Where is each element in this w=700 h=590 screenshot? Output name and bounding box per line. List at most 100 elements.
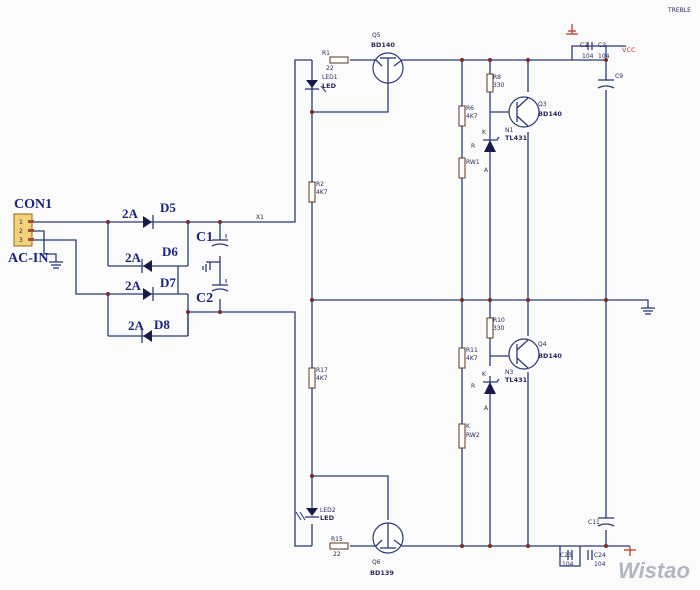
connector-con1: 1 2 3	[13, 213, 34, 247]
c23-value: 104	[562, 561, 574, 568]
r17-value: 4K7	[316, 375, 328, 382]
led2-label: LED	[320, 514, 335, 522]
r1-ref: R1	[322, 50, 330, 57]
d5-rating: 2A	[122, 206, 139, 221]
led1-label: LED	[322, 82, 337, 90]
n1-part: TL431	[505, 134, 528, 142]
n3-ref: N3	[505, 369, 513, 376]
wistao-logo: Wistao	[618, 558, 690, 583]
capacitor-c9	[597, 79, 615, 89]
n3-pin-r: R	[471, 383, 475, 390]
q5-part: BD140	[371, 41, 395, 49]
r2-value: 4K7	[316, 189, 328, 196]
resistor-r11	[458, 347, 466, 369]
diode-d5	[143, 215, 154, 229]
d6-ref: D6	[162, 244, 178, 259]
capacitor-c23	[559, 546, 581, 567]
d8-rating: 2A	[128, 318, 145, 333]
rw2-value: RW2	[466, 432, 480, 439]
d7-rating: 2A	[125, 278, 142, 293]
d8-ref: D8	[154, 317, 170, 332]
n1-ref: N1	[505, 127, 513, 134]
n1-pin-k: K	[482, 129, 487, 136]
c24-value: 104	[594, 561, 606, 568]
d7-ref: D7	[160, 275, 176, 290]
transistor-q5	[372, 52, 404, 84]
c3-ref: C3	[598, 42, 606, 49]
capacitor-c2	[211, 279, 229, 292]
corner-tag: TREBLE	[667, 7, 691, 14]
ground-connector	[49, 261, 63, 269]
resistor-r10	[486, 317, 494, 339]
resistor-r8	[486, 73, 494, 93]
capacitor-c11	[597, 517, 615, 527]
r1-value: 22	[326, 65, 334, 72]
n3-pin-a: A	[484, 405, 489, 412]
r15-value: 22	[333, 551, 341, 558]
c2-label: C2	[196, 291, 213, 306]
led1	[305, 80, 327, 93]
q5-ref: Q5	[372, 32, 381, 39]
regulator-n3	[483, 378, 500, 394]
capacitor-c1	[211, 234, 229, 247]
n3-part: TL431	[505, 376, 528, 384]
c1-label: C1	[196, 230, 213, 245]
net-label: X1	[256, 214, 264, 221]
connector-name: CON1	[14, 197, 52, 212]
transistor-q6	[372, 522, 404, 554]
q6-part: BD139	[370, 569, 394, 577]
ground-mid	[641, 307, 655, 315]
resistor-r17	[308, 367, 316, 389]
capacitor-c2-top	[587, 42, 593, 50]
q3-ref: Q3	[538, 101, 547, 108]
connector-pin-2: 2	[19, 228, 23, 235]
q3-part: BD140	[538, 110, 562, 118]
d5-ref: D5	[160, 200, 176, 215]
r10-value: 330	[493, 325, 505, 332]
n3-pin-k: K	[482, 371, 487, 378]
r17-ref: R17	[316, 367, 328, 374]
n1-pin-a: A	[484, 167, 489, 174]
diode-d8	[141, 329, 152, 343]
diode-d7	[143, 287, 154, 301]
c2-top-ref: C2	[580, 42, 588, 49]
resistor-rw1	[458, 157, 466, 179]
vcc-label: VCC	[622, 46, 636, 54]
r6-ref: R6	[466, 105, 474, 112]
q4-part: BD140	[538, 352, 562, 360]
r11-ref: R11	[466, 347, 478, 354]
connector-pin-3: 3	[19, 237, 23, 244]
c11-ref: C11	[588, 519, 600, 526]
resistor-r15	[329, 542, 349, 550]
rw1-ref: RW1	[466, 159, 480, 166]
r8-value: 330	[493, 82, 505, 89]
r6-value: 4K7	[466, 113, 478, 120]
capacitor-c24	[587, 550, 593, 560]
diode-d6	[141, 259, 152, 273]
q6-ref: Q6	[372, 559, 381, 566]
r15-ref: R15	[331, 536, 343, 543]
c9-ref: C9	[615, 73, 623, 80]
r2-ref: R2	[316, 181, 324, 188]
wires	[34, 45, 649, 547]
transistor-q4	[508, 338, 540, 370]
resistor-rw2	[458, 423, 466, 449]
r11-value: 4K7	[466, 355, 478, 362]
c2-top-value: 104	[582, 53, 594, 60]
c24-ref: C24	[594, 552, 606, 559]
transistor-q3	[508, 96, 540, 128]
c3-value: 104	[598, 53, 610, 60]
regulator-n1	[483, 136, 500, 152]
connector-pin-1: 1	[19, 219, 23, 226]
ground-cap-center	[202, 261, 220, 272]
resistor-r1	[329, 56, 349, 64]
ground-top-right	[566, 24, 578, 35]
resistor-r6	[458, 105, 466, 127]
rw2-ref: K	[466, 423, 471, 430]
resistor-r2	[308, 181, 316, 203]
junctions	[106, 58, 608, 548]
r10-ref: R10	[493, 317, 505, 324]
led2-ref: LED2	[320, 507, 336, 514]
